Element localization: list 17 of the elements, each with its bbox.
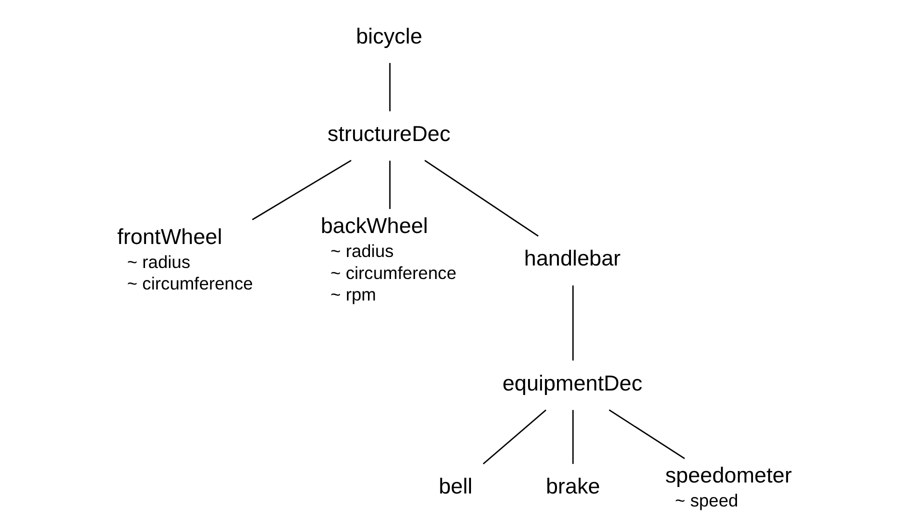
node-text: equipmentDec (502, 370, 642, 396)
node-text: frontWheel ~ radius ~ circumference (116, 224, 252, 294)
node-text: backWheel ~ radius ~ circumference ~ rpm (320, 213, 456, 304)
node-text: bell (438, 474, 472, 499)
connector (482, 409, 546, 464)
connector (388, 160, 390, 209)
connector (572, 410, 574, 464)
node-text: speedometer ~ speed (664, 462, 792, 511)
connector (388, 62, 390, 112)
node-text: brake (545, 474, 600, 499)
connector (424, 160, 538, 237)
node-text: handlebar (524, 246, 620, 271)
node-text: bicycle (356, 23, 422, 48)
connector (251, 160, 351, 220)
node-text: structureDec (327, 120, 450, 146)
connector (572, 285, 574, 361)
connector (608, 409, 684, 460)
